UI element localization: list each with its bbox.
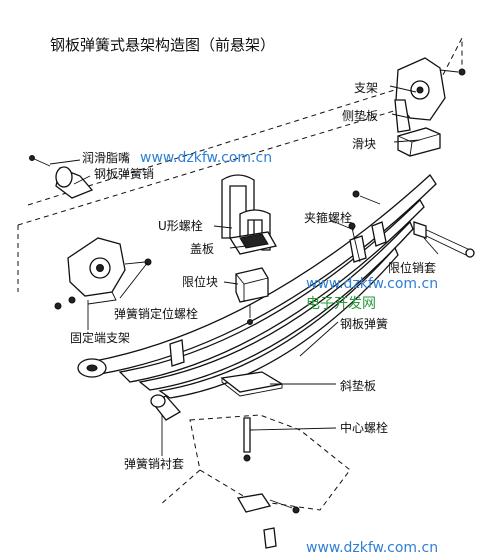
label-leaf-spring-pin: 钢板弹簧销: [94, 166, 154, 181]
label-u-bolt: U形螺栓: [158, 218, 203, 233]
center-bolt: [243, 417, 251, 462]
label-limit-block: 限位块: [182, 274, 218, 289]
label-pin-lock-bolt: 弹簧销定位螺栓: [114, 306, 198, 321]
spring-pin: [55, 166, 94, 199]
label-fixed-bracket: 固定端支架: [70, 330, 130, 345]
limit-block: [235, 267, 269, 325]
fixed-bracket: [54, 237, 152, 310]
label-clamp-bolt: 夹箍螺栓: [304, 210, 352, 225]
label-side-pad: 侧垫板: [342, 108, 378, 123]
frame-outline: [17, 37, 463, 511]
slider-block: [397, 127, 441, 157]
label-grease-nipple: 润滑脂嘴: [82, 150, 130, 165]
watermark-top: www.dzkfw.com.cn: [140, 150, 272, 166]
limit-pin-sleeve: [352, 190, 475, 258]
leader-lines: [49, 85, 439, 456]
grease-nipple: [29, 155, 51, 167]
label-center-bolt: 中心螺栓: [340, 420, 388, 435]
watermark-middle: www.dzkfw.com.cn: [306, 276, 438, 292]
label-wedge-plate: 斜垫板: [340, 378, 376, 393]
label-slider: 滑块: [352, 137, 376, 151]
label-cover-plate: 盖板: [190, 242, 214, 256]
spring-pin-bushing: [150, 394, 182, 421]
cover-plate: [228, 231, 278, 255]
label-leaf-spring: 钢板弹簧: [340, 316, 388, 331]
label-limit-sleeve: 限位销套: [388, 260, 436, 275]
lower-axle-parts: [236, 493, 300, 549]
leaf-spring: [77, 174, 437, 399]
watermark-bottom: www.dzkfw.com.cn: [306, 540, 438, 555]
diagram-title: 钢板弹簧式悬架构造图（前悬架）: [50, 36, 275, 54]
label-bushing: 弹簧销衬套: [124, 456, 184, 471]
watermark-middle-cn: 电子开发网: [306, 296, 376, 312]
rear-support-bracket: [394, 57, 466, 133]
label-support: 支架: [354, 81, 378, 95]
